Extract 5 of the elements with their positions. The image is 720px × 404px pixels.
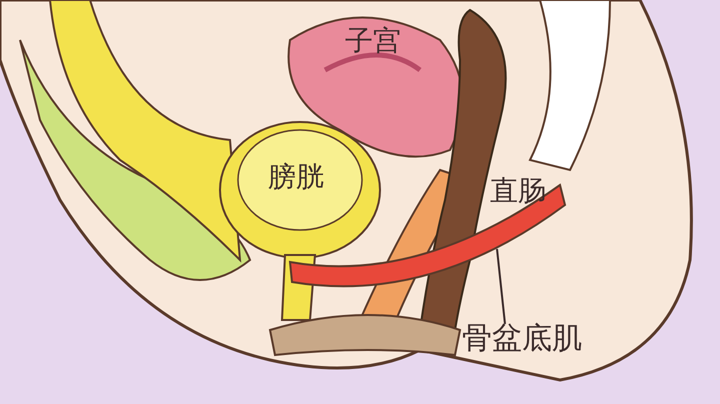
part-label: 骨盆底肌 [462, 322, 582, 355]
organ-label: 直肠 [490, 176, 546, 207]
organ-label: 膀胱 [268, 162, 324, 193]
organ-label: 子宫 [345, 26, 401, 57]
leader-line [496, 248, 506, 324]
